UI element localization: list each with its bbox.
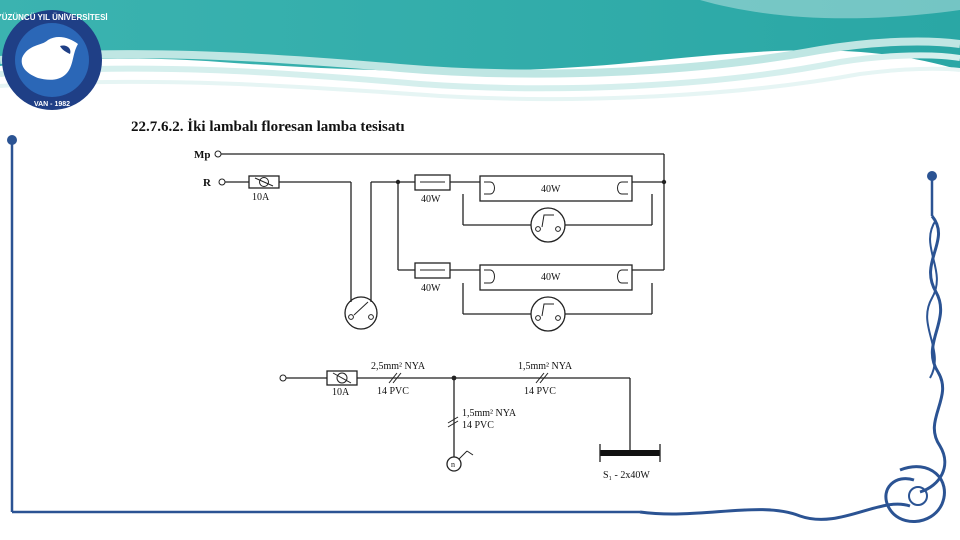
cable-1-type-label: 2,5mm² NYA — [371, 361, 426, 372]
border-knot-icon — [884, 465, 946, 523]
fuse-icon — [248, 175, 280, 189]
lamp-2-label: 40W — [541, 272, 561, 283]
ballast-1-label: 40W — [421, 194, 441, 205]
fluorescent-lamp-1-icon — [479, 175, 633, 202]
fluorescent-lamp-2-icon — [479, 264, 633, 291]
junction-dot — [661, 179, 667, 185]
switch-symbol-icon — [446, 450, 474, 472]
neutral-terminal-icon — [214, 150, 222, 158]
neutral-label: Mp — [194, 149, 211, 161]
cable-2-conduit-label: 14 PVC — [524, 386, 556, 397]
lamp-1-label: 40W — [541, 184, 561, 195]
cable-2-type-label: 1,5mm² NYA — [518, 361, 573, 372]
slide-border — [7, 135, 947, 523]
fixture-bar-icon — [600, 450, 660, 456]
logo-bottom-text: VAN - 1982 — [34, 101, 70, 108]
cable-1-conduit-label: 14 PVC — [377, 386, 409, 397]
phase-terminal-icon — [218, 178, 226, 186]
ballast-2-icon — [414, 262, 451, 279]
slide-title: 22.7.6.2. İki lambalı floresan lamba tes… — [131, 118, 405, 135]
cable-3-conduit-label: 14 PVC — [462, 420, 494, 431]
border-dot-icon — [7, 135, 17, 145]
fuse-icon — [326, 370, 358, 386]
logo-top-text: YÜZÜNCÜ YIL ÜNİVERSİTESİ — [0, 13, 108, 22]
supply-terminal-icon — [279, 374, 287, 382]
fuse-rating-label: 10A — [252, 192, 270, 203]
phase-label: R — [203, 177, 212, 189]
ballast-1-icon — [414, 174, 451, 191]
wiring-diagram: Mp R 10A 40W — [194, 149, 667, 332]
cable-3-type-label: 1,5mm² NYA — [462, 408, 517, 419]
fixture-label: S₁ - 2x40W — [603, 470, 650, 481]
starter-1-icon — [530, 207, 566, 243]
header-waves — [0, 0, 960, 102]
switch-symbol-label: n — [451, 460, 455, 469]
ballast-2-label: 40W — [421, 283, 441, 294]
switch-icon — [344, 296, 378, 330]
installation-fuse-label: 10A — [332, 387, 350, 398]
border-dot-icon — [927, 171, 937, 181]
university-logo: YÜZÜNCÜ YIL ÜNİVERSİTESİ VAN - 1982 — [0, 10, 108, 110]
starter-2-icon — [530, 296, 566, 332]
installation-diagram: 10A 2,5mm² NYA 14 PVC 1,5mm² NYA 14 PVC … — [279, 361, 661, 481]
